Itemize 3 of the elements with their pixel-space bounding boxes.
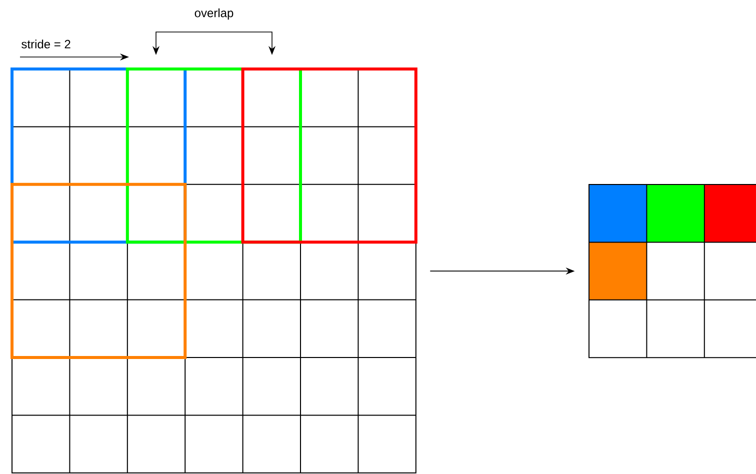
label: stride = 2 <box>22 40 70 48</box>
label: overlap <box>194 8 234 20</box>
output-grid <box>588 184 756 358</box>
